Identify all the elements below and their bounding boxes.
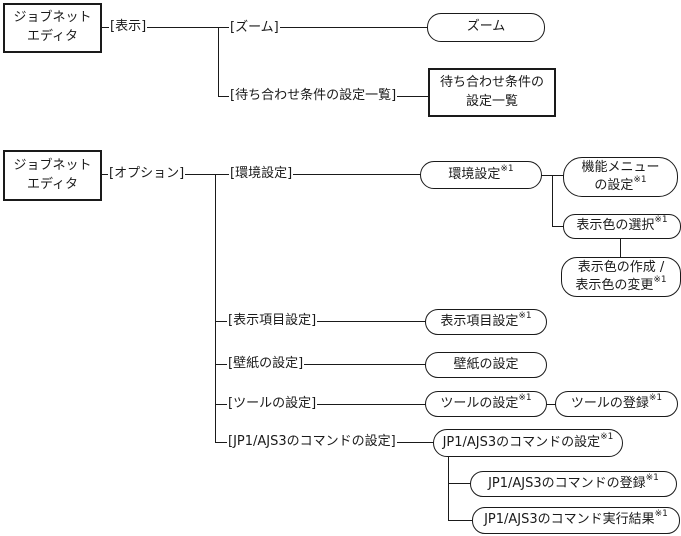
connector-line [215,364,427,365]
connector-line [448,483,472,484]
connector-line [552,226,565,227]
note-ref: ※1 [654,215,668,226]
menu-jp1-commands-settings-label: [JP1/AJS3のコマンドの設定] [227,434,397,450]
jp1-commands-settings-window-pill: JP1/AJS3のコマンドの設定※1 [433,429,623,457]
menu-options-label: [オプション] [108,166,186,182]
note-ref: ※1 [645,472,659,483]
jobnet-editor-box-2: ジョブネット エディタ [3,150,102,201]
connector-line [215,321,427,322]
connector-line [215,404,427,405]
menu-view-label: [表示] [109,19,148,35]
tool-registration-window-pill: ツールの登録※1 [555,391,678,417]
jp1-commands-registration-window-pill: JP1/AJS3のコマンドの登録※1 [470,471,677,497]
jobnet-editor-box-1: ジョブネット エディタ [3,3,102,53]
tool-settings-window-pill: ツールの設定※1 [425,391,547,417]
note-ref: ※1 [518,392,532,403]
note-ref: ※1 [600,431,614,442]
menu-zoom-label: [ズーム] [229,20,280,36]
zoom-window-pill: ズーム [427,13,545,42]
connector-line [552,175,553,227]
display-color-create-change-window-pill: 表示色の作成 / 表示色の変更※1 [561,257,681,297]
note-ref: ※1 [648,392,663,403]
connector-line [545,404,557,405]
note-ref: ※1 [518,310,532,321]
connector-line [448,456,449,521]
wallpaper-settings-window-pill: 壁紙の設定 [425,352,547,378]
jp1-command-execution-results-window-pill: JP1/AJS3のコマンド実行結果※1 [472,507,680,534]
connector-line [620,238,621,258]
display-color-selection-window-pill: 表示色の選択※1 [563,214,681,239]
wait-conditions-list-window-box: 待ち合わせ条件の 設定一覧 [428,68,556,117]
menu-environment-settings-label: [環境設定] [229,166,294,182]
menu-wait-conditions-list-label: [待ち合わせ条件の設定一覧] [229,88,398,104]
connector-line [218,27,219,96]
environment-settings-window-pill: 環境設定※1 [420,161,542,189]
note-ref: ※1 [653,275,667,285]
connector-line [215,174,216,443]
note-ref: ※1 [633,175,647,185]
menu-display-items-label: [表示項目設定] [227,313,318,329]
jobnet-editor-label: ジョブネット エディタ [13,157,92,192]
menu-tool-settings-label: [ツールの設定] [227,396,318,412]
note-ref: ※1 [654,509,668,520]
connector-line [448,520,474,521]
note-ref: ※1 [500,163,514,174]
jobnet-editor-label: ジョブネット エディタ [13,10,92,44]
menu-wallpaper-settings-label: [壁紙の設定] [227,356,305,372]
display-items-settings-window-pill: 表示項目設定※1 [425,309,547,335]
function-menu-settings-window-pill: 機能メニュー の設定※1 [563,157,678,197]
